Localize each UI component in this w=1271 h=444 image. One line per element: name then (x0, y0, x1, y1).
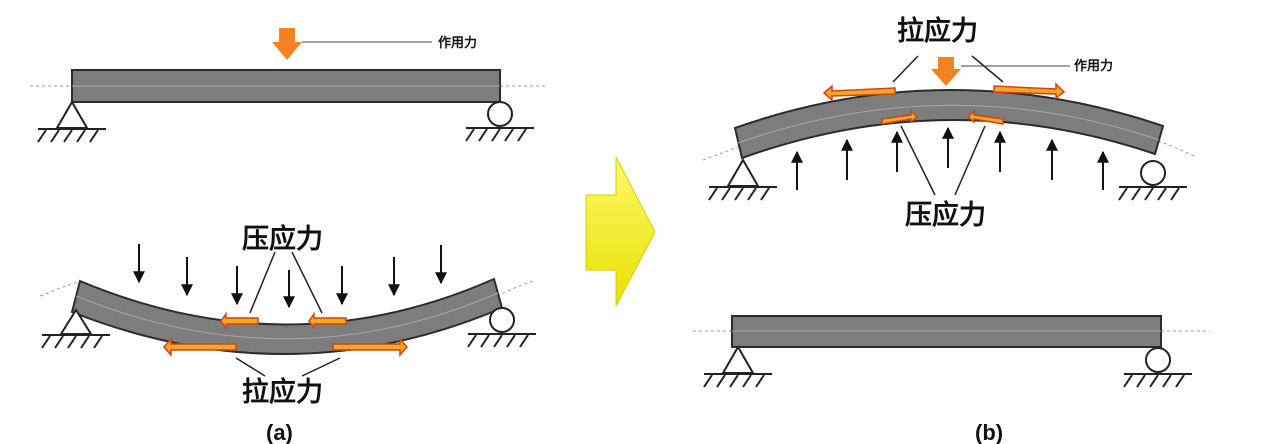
beam-sagging (70, 277, 504, 355)
roller-support (1123, 347, 1192, 388)
leader-line (971, 55, 1004, 83)
compression-arrow (966, 109, 1004, 125)
load-arrow (272, 28, 302, 60)
axis-dash (496, 279, 537, 297)
caption-b: (b) (975, 420, 1003, 444)
tension-arrow (332, 337, 408, 357)
roller-support (467, 307, 536, 348)
leader-line (900, 125, 936, 196)
caption-a: (a) (266, 420, 293, 444)
compression-arrow (220, 311, 259, 331)
leader-line (291, 251, 323, 314)
compression-label: 压应力 (905, 199, 986, 231)
leader-line (301, 357, 341, 377)
panel-a-bottom: 压应力 拉应力 (a) (39, 223, 537, 444)
leader-line (235, 357, 266, 377)
leader-line (892, 55, 919, 83)
pin-support (708, 157, 777, 201)
tension-label: 拉应力 (897, 15, 978, 47)
tension-arrow (163, 337, 237, 357)
transition-arrow (585, 156, 656, 307)
acting-force-label: 作用力 (438, 35, 477, 51)
compression-arrow (308, 311, 347, 331)
beam-neutral-axis (737, 104, 1160, 144)
pin-support (37, 99, 106, 143)
axis-dash (39, 280, 81, 297)
tension-label: 拉应力 (242, 376, 323, 408)
beam-neutral-axis (75, 292, 499, 340)
roller-support (1118, 160, 1187, 201)
axis-dash (702, 145, 742, 161)
tension-arrow (822, 84, 896, 102)
compression-label: 压应力 (242, 223, 323, 255)
axis-dash (1157, 140, 1197, 158)
tension-arrow (993, 82, 1066, 100)
pin-support (41, 308, 110, 349)
roller-support (465, 101, 534, 142)
acting-force-label: 作用力 (1074, 58, 1113, 74)
leader-line (954, 125, 986, 196)
distributed-load-arrows (791, 126, 1109, 190)
panel-b-bottom: (b) (693, 315, 1210, 444)
panel-a-top: 作用力 (30, 28, 548, 143)
leader-line (249, 251, 276, 314)
pin-support (703, 344, 772, 388)
compression-arrow (881, 109, 919, 125)
panel-b-top: 拉应力 作用力 压应力 (702, 15, 1197, 231)
distributed-load-arrows (133, 244, 447, 309)
load-arrow (931, 57, 961, 86)
